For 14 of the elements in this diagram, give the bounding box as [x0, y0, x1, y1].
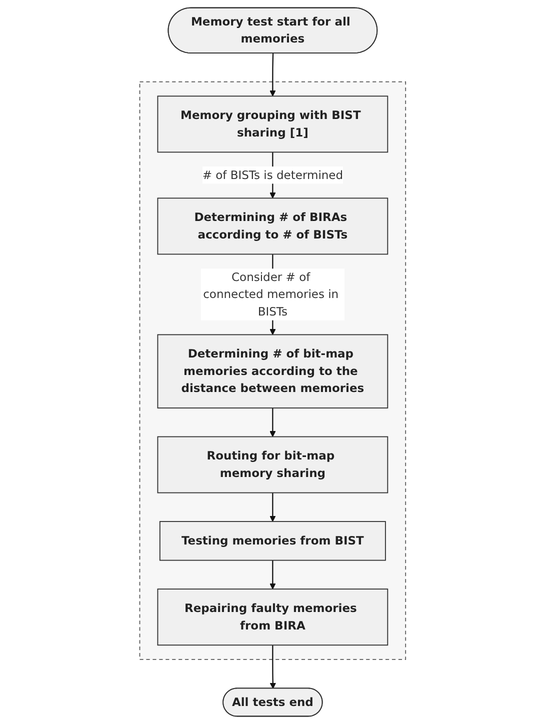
node-box: Testing memories from BIST — [159, 521, 386, 561]
node-box: Repairing faulty memories from BIRA — [157, 588, 388, 646]
arrow — [270, 645, 276, 689]
arrow — [269, 492, 276, 522]
node-box: Memory grouping with BIST sharing [1] — [157, 96, 388, 153]
edge-label: # of BISTs is determined — [202, 168, 343, 182]
node-box: Determining # of bit-map memories according to the distance between memories — [157, 334, 388, 408]
arrow — [269, 408, 276, 437]
arrow — [269, 560, 276, 590]
cluster — [139, 81, 406, 660]
node-box: Routing for bit-map memory sharing — [157, 436, 388, 494]
node-box: Determining # of BIRAs according to # of BISTs — [157, 198, 388, 255]
arrow — [269, 53, 276, 96]
edge-label: Consider # of connected memories in BISTs — [202, 270, 338, 318]
